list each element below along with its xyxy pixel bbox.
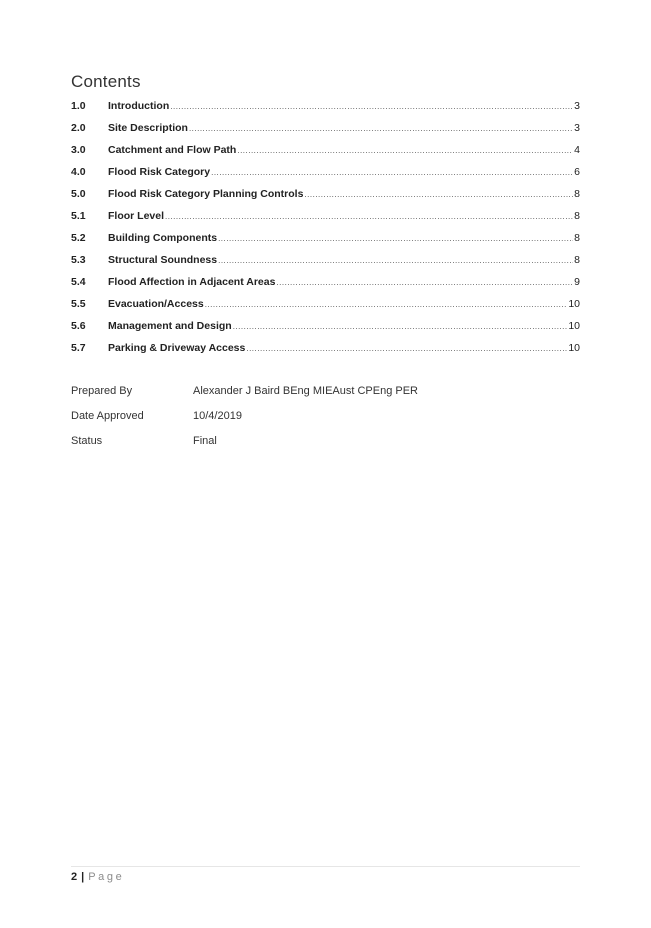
toc-dot-leader <box>205 294 568 316</box>
page-footer: 2 | Page <box>71 868 124 886</box>
toc-entry-floor-level[interactable]: 5.1 Floor Level 8 <box>71 205 580 227</box>
toc-entry-introduction[interactable]: 1.0 Introduction 3 <box>71 95 580 117</box>
toc-entry-page: 3 <box>574 100 580 112</box>
toc-entry-title: Flood Affection in Adjacent Areas <box>108 276 276 288</box>
toc-entry-number: 2.0 <box>71 122 86 134</box>
toc-entry-flood-affection[interactable]: 5.4 Flood Affection in Adjacent Areas 9 <box>71 271 580 293</box>
toc-entry-title: Site Description <box>108 122 188 134</box>
toc-entry-number: 5.3 <box>71 254 86 266</box>
meta-label: Prepared By <box>71 385 133 397</box>
table-of-contents: 1.0 Introduction 3 2.0 Site Description … <box>71 95 580 359</box>
toc-entry-building-components[interactable]: 5.2 Building Components 8 <box>71 227 580 249</box>
toc-entry-page: 8 <box>574 188 580 200</box>
toc-entry-number: 5.6 <box>71 320 86 332</box>
toc-entry-management-design[interactable]: 5.6 Management and Design 10 <box>71 315 580 337</box>
toc-entry-flood-risk-category[interactable]: 4.0 Flood Risk Category 6 <box>71 161 580 183</box>
toc-entry-number: 5.4 <box>71 276 86 288</box>
toc-entry-number: 1.0 <box>71 100 86 112</box>
toc-entry-page: 8 <box>574 210 580 222</box>
toc-entry-number: 5.7 <box>71 342 86 354</box>
toc-entry-evacuation-access[interactable]: 5.5 Evacuation/Access 10 <box>71 293 580 315</box>
toc-entry-number: 5.1 <box>71 210 86 222</box>
meta-label: Status <box>71 435 103 447</box>
meta-date-approved: Date Approved 10/4/2019 <box>71 407 418 432</box>
meta-prepared-by: Prepared By Alexander J Baird BEng MIEAu… <box>71 382 418 407</box>
toc-entry-catchment-flow-path[interactable]: 3.0 Catchment and Flow Path 4 <box>71 139 580 161</box>
meta-status: Status Final <box>71 432 418 457</box>
toc-entry-title: Catchment and Flow Path <box>108 144 237 156</box>
toc-entry-number: 5.5 <box>71 298 86 310</box>
toc-entry-title: Flood Risk Category <box>108 166 211 178</box>
meta-label: Date Approved <box>71 410 144 422</box>
toc-entry-page: 6 <box>574 166 580 178</box>
toc-dot-leader <box>170 96 573 118</box>
footer-separator: | <box>81 871 85 883</box>
toc-entry-page: 3 <box>574 122 580 134</box>
toc-entry-page: 10 <box>568 342 580 354</box>
toc-entry-parking-driveway[interactable]: 5.7 Parking & Driveway Access 10 <box>71 337 580 359</box>
toc-entry-title: Flood Risk Category Planning Controls <box>108 188 304 200</box>
toc-dot-leader <box>246 338 567 360</box>
toc-entry-title: Floor Level <box>108 210 165 222</box>
toc-entry-page: 9 <box>574 276 580 288</box>
toc-entry-title: Structural Soundness <box>108 254 218 266</box>
toc-dot-leader <box>218 228 573 250</box>
toc-entry-number: 5.0 <box>71 188 86 200</box>
toc-entry-page: 4 <box>574 144 580 156</box>
toc-entry-number: 3.0 <box>71 144 86 156</box>
toc-dot-leader <box>165 206 573 228</box>
contents-heading: Contents <box>71 72 141 91</box>
toc-entry-number: 4.0 <box>71 166 86 178</box>
toc-entry-structural-soundness[interactable]: 5.3 Structural Soundness 8 <box>71 249 580 271</box>
toc-entry-page: 10 <box>568 320 580 332</box>
meta-value: Alexander J Baird BEng MIEAust CPEng PER <box>193 385 418 397</box>
footer-divider <box>71 866 580 867</box>
toc-entry-planning-controls[interactable]: 5.0 Flood Risk Category Planning Control… <box>71 183 580 205</box>
toc-dot-leader <box>233 316 568 338</box>
toc-dot-leader <box>276 272 573 294</box>
toc-entry-title: Evacuation/Access <box>108 298 204 310</box>
footer-page-number: 2 <box>71 871 78 883</box>
footer-page-word: Page <box>88 871 125 883</box>
meta-value: 10/4/2019 <box>193 410 242 422</box>
toc-entry-title: Management and Design <box>108 320 232 332</box>
toc-entry-page: 10 <box>568 298 580 310</box>
document-metadata: Prepared By Alexander J Baird BEng MIEAu… <box>71 382 418 457</box>
toc-dot-leader <box>189 118 573 140</box>
toc-entry-number: 5.2 <box>71 232 86 244</box>
toc-entry-site-description[interactable]: 2.0 Site Description 3 <box>71 117 580 139</box>
toc-entry-page: 8 <box>574 254 580 266</box>
toc-dot-leader <box>218 250 573 272</box>
toc-dot-leader <box>211 162 573 184</box>
toc-dot-leader <box>304 184 573 206</box>
toc-entry-page: 8 <box>574 232 580 244</box>
toc-entry-title: Parking & Driveway Access <box>108 342 246 354</box>
toc-entry-title: Building Components <box>108 232 218 244</box>
toc-dot-leader <box>237 140 573 162</box>
toc-entry-title: Introduction <box>108 100 170 112</box>
meta-value: Final <box>193 435 217 447</box>
